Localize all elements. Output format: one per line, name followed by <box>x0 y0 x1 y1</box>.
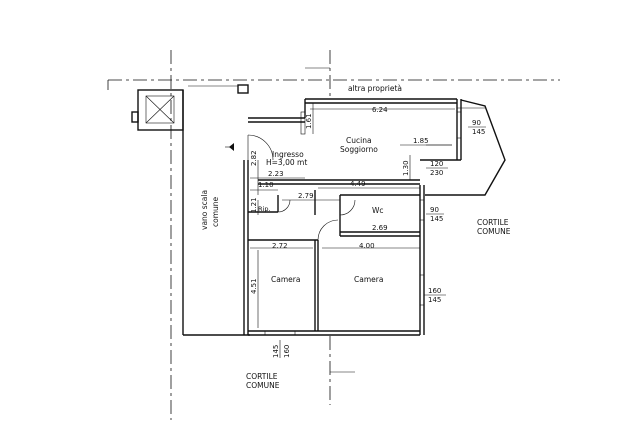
dim-6-24: 6.24 <box>372 106 388 114</box>
interior-walls <box>248 179 420 331</box>
label-ingresso: Ingresso <box>272 150 304 159</box>
opening-width: 160 <box>428 287 441 295</box>
opening-height: 145 <box>428 296 441 304</box>
dim-1-30: 1.30 <box>402 160 410 176</box>
opening-width: 120 <box>430 160 443 168</box>
opening-90-145-top: 90 145 <box>468 119 486 136</box>
opening-160-145-camera: 160 145 <box>424 287 446 304</box>
label-wc: Wc <box>372 206 384 215</box>
opening-160-145-bottom: 160 145 <box>272 345 291 358</box>
dim-4-00: 4.00 <box>359 242 375 250</box>
stair-corridor <box>182 84 250 336</box>
label-altra-proprieta: altra proprietà <box>348 84 402 93</box>
label-altezza: H=3,00 mt <box>266 158 307 167</box>
label-comune-right: COMUNE <box>477 227 511 236</box>
property-boundary-lines <box>107 50 560 420</box>
label-camera-right: Camera <box>354 275 383 284</box>
label-cortile-right: CORTILE <box>477 218 509 227</box>
label-comune-bottom: COMUNE <box>246 381 280 390</box>
opening-90-145-wc: 90 145 <box>426 206 444 223</box>
opening-120-230: 120 230 <box>426 160 448 177</box>
dim-1-21: 1.21 <box>250 197 258 213</box>
label-vano-scala: vano scala <box>200 190 209 230</box>
windows <box>264 111 462 336</box>
opening-height: 145 <box>430 215 443 223</box>
dim-2-79: 2.79 <box>298 192 314 200</box>
opening-width: 90 <box>472 119 481 127</box>
dim-4-51: 4.51 <box>250 278 258 294</box>
opening-width: 90 <box>430 206 439 214</box>
dim-2-23: 2.23 <box>268 170 284 178</box>
dim-1-85: 1.85 <box>413 137 429 145</box>
dim-1-61: 1.61 <box>305 113 313 129</box>
dimension-lines <box>250 103 455 358</box>
apartment-walls <box>243 98 506 336</box>
opening-height: 230 <box>430 169 443 177</box>
label-cucina: Cucina <box>346 136 372 145</box>
dim-1-10: 1.10 <box>258 181 274 189</box>
dim-2-69: 2.69 <box>372 224 388 232</box>
dim-2-72: 2.72 <box>272 242 288 250</box>
label-rip: Rip. <box>258 205 271 213</box>
label-soggiorno: Soggiorno <box>340 145 378 154</box>
dim-2-82: 2.82 <box>250 150 258 166</box>
label-camera-left: Camera <box>271 275 300 284</box>
opening-height: 145 <box>272 345 280 358</box>
doors <box>247 134 356 241</box>
section-markers <box>225 67 355 373</box>
elevator-shaft <box>131 89 184 131</box>
opening-height: 145 <box>472 128 485 136</box>
label-cortile-bottom: CORTILE <box>246 372 278 381</box>
label-comune-stair: comune <box>211 196 220 227</box>
opening-width: 160 <box>283 345 291 358</box>
dim-4-49: 4.49 <box>350 180 366 188</box>
